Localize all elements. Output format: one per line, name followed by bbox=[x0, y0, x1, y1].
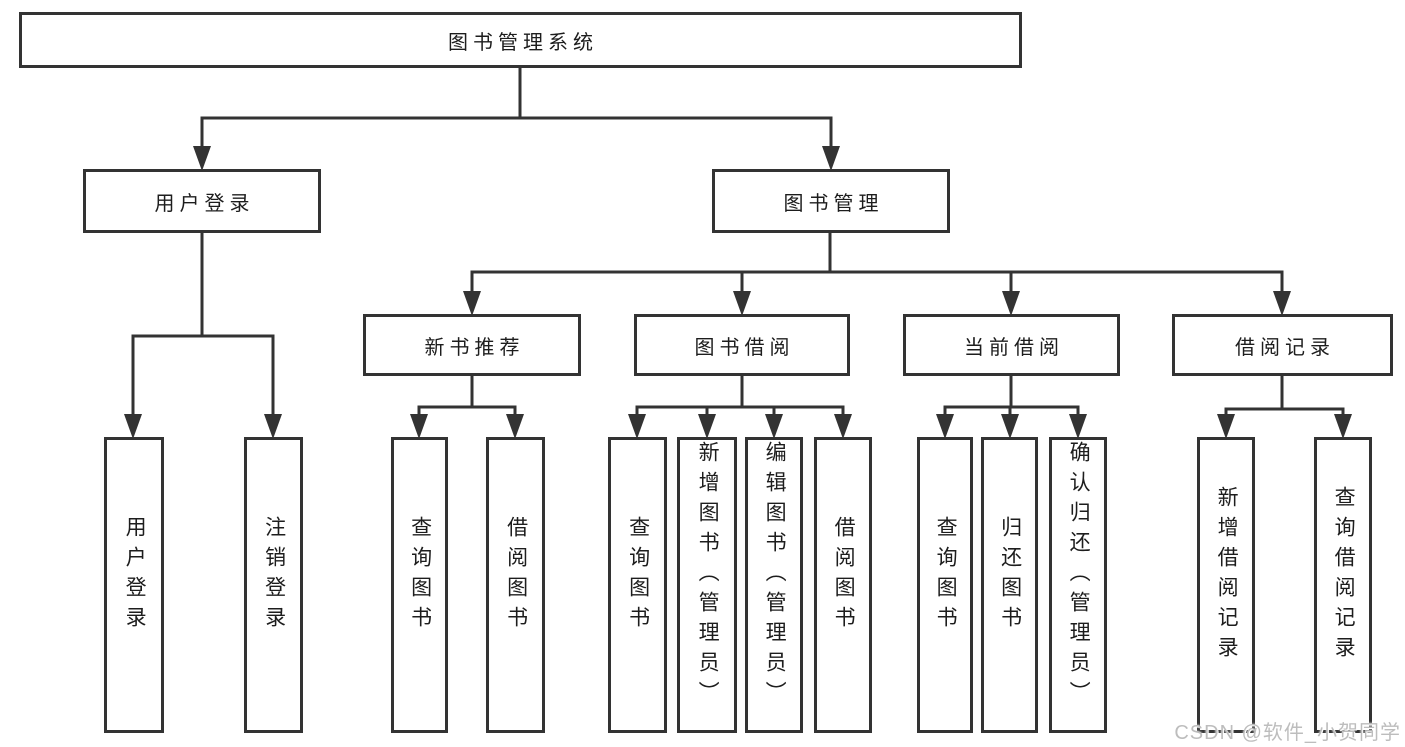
leaf-query-book-borrow: 查询图书 bbox=[608, 437, 667, 733]
leaf-borrow-book: 借阅图书 bbox=[814, 437, 872, 733]
leaf-query-book-recommend-label: 查询图书 bbox=[408, 516, 432, 636]
leaf-query-book-current: 查询图书 bbox=[917, 437, 973, 733]
leaf-borrow-book-recommend-label: 借阅图书 bbox=[504, 516, 528, 636]
leaf-borrow-book-recommend: 借阅图书 bbox=[486, 437, 545, 733]
node-root-label: 图书管理系统 bbox=[448, 31, 598, 54]
leaf-query-book-current-label: 查询图书 bbox=[934, 516, 958, 636]
node-book-management-label: 图书管理 bbox=[783, 192, 884, 215]
leaf-edit-book-admin-label: 编辑图书（管理员） bbox=[763, 441, 787, 711]
node-new-book-recommend: 新书推荐 bbox=[363, 314, 581, 376]
leaf-return-book-label: 归还图书 bbox=[998, 516, 1022, 636]
leaf-add-borrow-record-label: 新增借阅记录 bbox=[1215, 486, 1239, 666]
leaf-confirm-return-admin-label: 确认归还（管理员） bbox=[1067, 441, 1091, 711]
leaf-borrow-book-label: 借阅图书 bbox=[832, 516, 856, 636]
node-borrow-record-label: 借阅记录 bbox=[1235, 336, 1335, 359]
node-current-borrow-label: 当前借阅 bbox=[964, 336, 1064, 359]
csdn-watermark: CSDN @软件_小贺同学 bbox=[1174, 722, 1401, 744]
leaf-query-book-recommend: 查询图书 bbox=[391, 437, 448, 733]
leaf-logout-label: 注销登录 bbox=[262, 516, 286, 636]
leaf-confirm-return-admin: 确认归还（管理员） bbox=[1049, 437, 1107, 733]
leaf-edit-book-admin: 编辑图书（管理员） bbox=[745, 437, 803, 733]
node-current-borrow: 当前借阅 bbox=[903, 314, 1120, 376]
leaf-return-book: 归还图书 bbox=[981, 437, 1038, 733]
leaf-add-book-admin: 新增图书（管理员） bbox=[677, 437, 737, 733]
leaf-query-book-borrow-label: 查询图书 bbox=[626, 516, 650, 636]
node-book-borrow-label: 图书借阅 bbox=[694, 336, 795, 359]
node-user-login: 用户登录 bbox=[83, 169, 321, 233]
leaf-user-login-label: 用户登录 bbox=[123, 516, 147, 636]
leaf-user-login: 用户登录 bbox=[104, 437, 164, 733]
node-book-borrow: 图书借阅 bbox=[634, 314, 850, 376]
leaf-add-book-admin-label: 新增图书（管理员） bbox=[696, 441, 720, 711]
leaf-add-borrow-record: 新增借阅记录 bbox=[1197, 437, 1255, 733]
leaf-logout: 注销登录 bbox=[244, 437, 303, 733]
node-book-management: 图书管理 bbox=[712, 169, 950, 233]
leaf-query-borrow-record: 查询借阅记录 bbox=[1314, 437, 1372, 733]
node-borrow-record: 借阅记录 bbox=[1172, 314, 1393, 376]
node-root: 图书管理系统 bbox=[19, 12, 1022, 68]
node-user-login-label: 用户登录 bbox=[154, 192, 255, 215]
node-new-book-recommend-label: 新书推荐 bbox=[424, 336, 525, 359]
leaf-query-borrow-record-label: 查询借阅记录 bbox=[1332, 486, 1356, 666]
